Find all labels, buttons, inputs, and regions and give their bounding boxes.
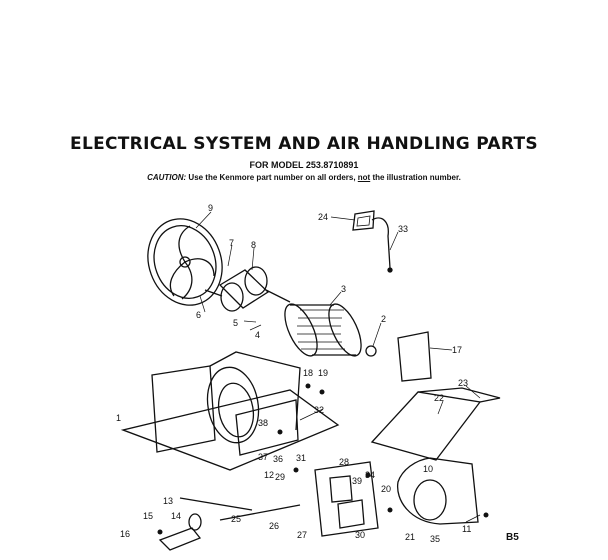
callout-12: 12 <box>264 470 274 480</box>
control-box <box>314 461 379 537</box>
callout-25: 25 <box>231 514 241 524</box>
callout-28: 28 <box>339 457 349 467</box>
caution-text-post: the illustration number. <box>370 173 461 182</box>
thermostat-wire <box>371 217 391 269</box>
callout-2: 2 <box>381 314 386 324</box>
callout-3: 3 <box>341 284 346 294</box>
callout-18: 18 <box>303 368 313 378</box>
callout-19: 19 <box>318 368 328 378</box>
model-subtitle: FOR MODEL 253.8710891 <box>249 160 359 170</box>
side-panel <box>397 331 432 382</box>
callout-33: 33 <box>398 224 408 234</box>
caution-label: CAUTION: <box>147 173 187 182</box>
callout-10: 10 <box>423 464 433 474</box>
caution-text-pre: Use the Kenmore part number on all order… <box>186 173 358 182</box>
callout-27: 27 <box>297 530 307 540</box>
callout-14: 14 <box>171 511 181 521</box>
callout-4: 4 <box>255 330 260 340</box>
callout-8: 8 <box>251 240 256 250</box>
callout-22: 22 <box>434 393 444 403</box>
callout-5: 5 <box>233 318 238 328</box>
callout-11: 11 <box>462 524 471 534</box>
callout-29: 29 <box>275 472 285 482</box>
callout-38: 38 <box>258 418 268 428</box>
callout-35: 35 <box>430 534 440 544</box>
blower-scroll <box>397 457 479 525</box>
caution-text-not: not <box>357 173 371 182</box>
callout-30: 30 <box>355 530 365 540</box>
callout-13: 13 <box>163 496 173 506</box>
callout-labels: 1 2 3 4 5 6 7 8 9 10 11 12 13 14 15 16 1… <box>116 203 519 544</box>
callout-34: 34 <box>365 470 375 480</box>
page-code: B5 <box>506 532 519 543</box>
callout-17: 17 <box>452 345 462 355</box>
blower-wheel <box>284 303 362 357</box>
hub-nut <box>365 345 377 357</box>
callout-15: 15 <box>143 511 153 521</box>
caution-note: CAUTION: Use the Kenmore part number on … <box>0 173 608 182</box>
callout-26: 26 <box>269 521 279 531</box>
callout-39: 39 <box>352 476 362 486</box>
callout-7: 7 <box>229 238 234 248</box>
callout-31: 31 <box>296 453 306 463</box>
callout-9: 9 <box>208 203 213 213</box>
callout-36: 36 <box>273 454 283 464</box>
screws <box>157 383 489 535</box>
air-duct <box>370 387 501 461</box>
callout-20: 20 <box>381 484 391 494</box>
callout-6: 6 <box>196 310 201 320</box>
blower-motor <box>204 266 291 312</box>
wire-end <box>387 267 393 273</box>
callout-1: 1 <box>116 413 121 423</box>
callout-23: 23 <box>458 378 468 388</box>
callout-21: 21 <box>405 532 415 542</box>
page-title: ELECTRICAL SYSTEM AND AIR HANDLING PARTS <box>70 134 538 154</box>
capacitor-parts <box>158 497 301 551</box>
base-chassis <box>120 351 340 471</box>
callout-24: 24 <box>318 212 328 222</box>
callout-32: 32 <box>314 405 324 415</box>
callout-37: 37 <box>258 452 268 462</box>
control-bracket <box>352 210 375 231</box>
leader-lines <box>195 211 481 523</box>
callout-16: 16 <box>120 529 130 539</box>
fan-blade-disc <box>147 218 223 306</box>
